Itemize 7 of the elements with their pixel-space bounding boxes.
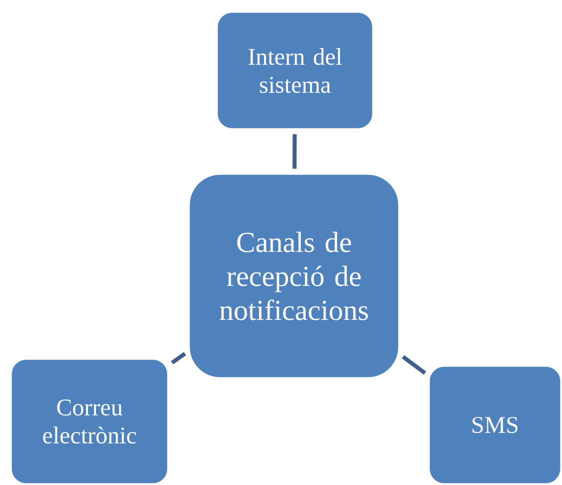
process-box: Correu electrònic bbox=[12, 360, 168, 484]
process-box: Canals de recepció de notificacions bbox=[190, 174, 398, 378]
connector-line bbox=[402, 355, 426, 375]
process-box: SMS bbox=[430, 366, 560, 484]
connector-line bbox=[292, 134, 297, 169]
connector-line bbox=[170, 352, 186, 364]
process-box: Intern del sistema bbox=[218, 12, 372, 128]
